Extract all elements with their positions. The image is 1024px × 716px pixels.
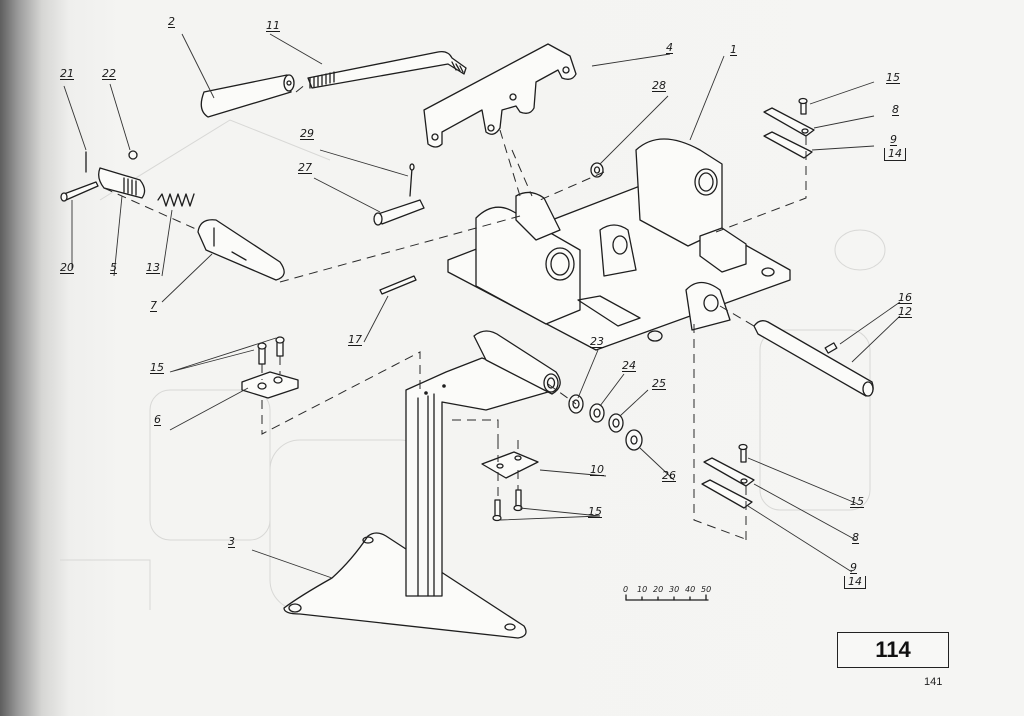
callout-part-11: 11 <box>266 19 280 32</box>
parts-8-9-bottom-right <box>701 443 755 509</box>
part-22-set-screw <box>128 150 138 160</box>
part-10-plate <box>481 451 539 479</box>
part-17-pin <box>379 275 417 295</box>
part-29-cotter-pin <box>409 163 415 197</box>
callout-part-28: 28 <box>652 79 666 92</box>
part-20-pin <box>60 181 99 202</box>
callout-part-15-bottom-right: 15 <box>850 495 864 508</box>
callout-part-22: 22 <box>102 67 116 80</box>
scale-tick-label: 40 <box>685 585 696 594</box>
callout-part-2: 2 <box>168 15 175 28</box>
callout-part-15-center: 15 <box>588 505 602 518</box>
part-1-base-frame <box>447 138 791 351</box>
callout-part-20: 20 <box>60 261 74 274</box>
callout-part-25: 25 <box>652 377 666 390</box>
part-11-lever-rod <box>307 50 467 89</box>
callout-part-10: 10 <box>590 463 604 476</box>
part-6-block <box>241 371 299 399</box>
callout-part-9-top: 9 <box>890 133 897 146</box>
callout-part-8-top: 8 <box>892 103 899 116</box>
parts-8-9-top-right <box>763 97 815 159</box>
callout-part-15-top-right: 15 <box>886 71 900 84</box>
callout-part-5: 5 <box>110 261 117 274</box>
part-2-handle-grip <box>200 74 295 118</box>
part-27-clevis-pin <box>373 199 425 226</box>
callout-part-29: 29 <box>300 127 314 140</box>
scale-tick-label: 20 <box>653 585 664 594</box>
callout-part-14-top: 14 <box>884 148 906 161</box>
callout-part-26: 26 <box>662 469 676 482</box>
callout-part-16: 16 <box>898 291 912 304</box>
callout-part-13: 13 <box>146 261 160 274</box>
leader-lines <box>63 33 901 579</box>
callout-part-12: 12 <box>898 305 912 318</box>
scale-tick-label: 30 <box>669 585 680 594</box>
part-3-stand <box>283 330 561 639</box>
callout-part-1: 1 <box>730 43 737 56</box>
part-12-shaft <box>753 320 874 397</box>
figure-number-box: 114 <box>837 632 949 668</box>
part-13-spring <box>157 193 195 207</box>
callout-part-7: 7 <box>150 299 157 312</box>
part-15-screws-center <box>492 489 523 522</box>
page-number: 141 <box>924 676 943 688</box>
callout-part-6: 6 <box>154 413 161 426</box>
callout-part-9-bottom: 9 <box>850 561 857 574</box>
callout-part-21: 21 <box>60 67 74 80</box>
part-7-plunger <box>197 219 285 281</box>
callout-part-8-bottom: 8 <box>852 531 859 544</box>
part-5-threaded-sleeve <box>98 167 146 199</box>
callout-part-23: 23 <box>590 335 604 348</box>
callout-part-4: 4 <box>666 41 673 54</box>
part-16-set-screw <box>824 342 838 354</box>
callout-part-27: 27 <box>298 161 312 174</box>
scale-bar <box>625 594 709 601</box>
part-15-screws-left <box>257 336 285 365</box>
washers-23-26 <box>568 394 643 451</box>
callout-part-3: 3 <box>228 535 235 548</box>
figure-number: 114 <box>875 637 911 662</box>
callout-part-24: 24 <box>622 359 636 372</box>
callout-part-15-left: 15 <box>150 361 164 374</box>
part-4-fork-bracket <box>423 43 577 148</box>
callout-part-17: 17 <box>348 333 362 346</box>
callout-part-14-bottom: 14 <box>844 576 866 589</box>
scale-tick-label: 0 <box>623 585 629 594</box>
scale-tick-label: 50 <box>701 585 712 594</box>
assembly-dash-lines <box>103 83 807 541</box>
scale-tick-label: 10 <box>637 585 648 594</box>
